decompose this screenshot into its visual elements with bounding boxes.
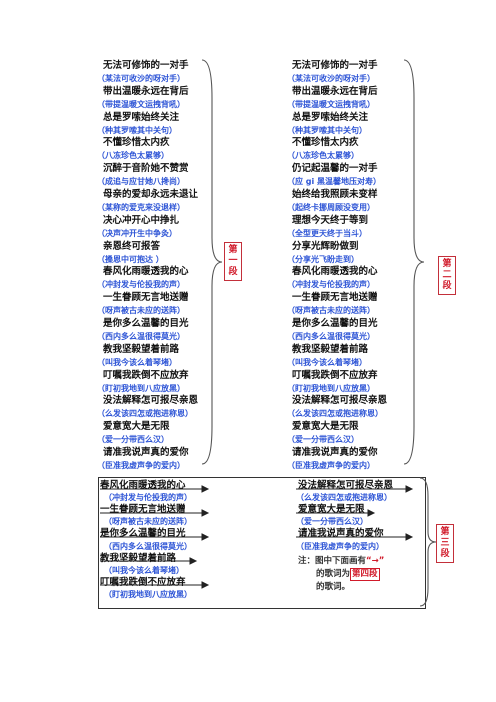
lyric-pronunciation: （臣准我虚声争的爱内）: [296, 541, 384, 551]
lyric-line: 带出温暖永远在背后: [103, 85, 189, 97]
section-two-brace: [403, 59, 425, 465]
lyric-line: 亲恩终可报答: [103, 240, 161, 252]
lyric-pronunciation: （爱一分带西么汉）: [296, 517, 368, 527]
lyric-line: 分享光辉盼做到: [292, 240, 359, 252]
lyric-line: 始终给我照顾未变样: [292, 189, 378, 200]
lyric-line: 教我坚毅望着前路: [100, 552, 177, 564]
lyric-line: 爱意宽大是无限: [298, 504, 365, 516]
lyric-pronunciation: （起终卡挪周顾没变用）: [287, 202, 375, 212]
lyric-pronunciation: （呀声被古未应的送阵）: [287, 306, 375, 316]
lyric-pronunciation: （盯初我地到八应放黑）: [104, 589, 192, 599]
lyric-pronunciation: （呀声被古未应的送阵）: [97, 306, 185, 316]
lyric-pronunciation: （盯初我地到八应放黑）: [287, 383, 375, 393]
lyric-line: 请准我说声真的爱你: [292, 447, 378, 458]
lyric-pronunciation: （冲封发与伦投我的声）: [104, 493, 192, 503]
lyric-line: 请准我说声真的爱你: [103, 447, 189, 458]
section-three-frame: [98, 477, 426, 609]
lyric-pronunciation: （某法可收沙的呀对手）: [97, 73, 185, 83]
lyric-pronunciation: （决声冲开生中争灸）: [97, 228, 177, 238]
lyric-pronunciation: （某称的爱克来没退样）: [97, 202, 185, 212]
lyric-pronunciation: （全型更天终于当斗）: [287, 228, 367, 238]
lyric-pronunciation: （西内多么温很得莫光）: [287, 331, 375, 341]
lyric-pronunciation: （带提温暖文运拽背吼）: [97, 99, 185, 109]
lyric-line: 没法解释怎可报尽亲恩: [292, 395, 388, 407]
fourth-section-arrows: [100, 485, 414, 589]
lyric-line: 总是罗嗦始终关注: [103, 111, 180, 123]
lyric-pronunciation: （盯初我地到八应放黑）: [97, 383, 185, 393]
lyric-line: 没法解释怎可报尽亲恩: [298, 480, 394, 491]
lyric-pronunciation: （么发该四怎或抱进称恩）: [287, 409, 383, 419]
lyric-line: 是你多么温馨的目光: [292, 318, 378, 329]
note-suffix: 的歌词。: [316, 582, 351, 592]
lyric-line: 无法可修饰的一对手: [103, 60, 189, 71]
lyric-pronunciation: （么发该四怎或抱进称恩）: [97, 409, 193, 419]
lyric-line: 是你多么温馨的目光: [100, 528, 186, 540]
lyric-pronunciation: （八冻珍色太累够）: [97, 151, 169, 161]
lyric-pronunciation: （成追与应甘她八搀尚）: [97, 177, 185, 187]
section-label-two: 第二段: [438, 256, 456, 295]
section-one-brace: [201, 59, 223, 465]
note-mid: 的歌词为: [316, 569, 351, 579]
lyric-line: 是你多么温馨的目光: [103, 318, 189, 329]
lyric-line: 爱意宽大是无限: [103, 421, 170, 433]
lyric-line: 没法解释怎可报尽亲恩: [103, 395, 199, 407]
lyric-line: 决心冲开心中挣扎: [103, 214, 180, 226]
lyric-pronunciation: （种其罗嗦其中关句）: [287, 125, 367, 135]
lyric-line: 春风化雨暖透我的心: [103, 266, 189, 278]
lyric-line: 一生眷顾无言地送赠: [292, 292, 378, 304]
lyric-pronunciation: （么发该四怎或抱进称恩）: [296, 493, 392, 503]
lyric-line: 爱意宽大是无限: [292, 421, 359, 433]
note-arrow: “→”: [366, 556, 385, 566]
lyric-line: 春风化雨暖透我的心: [292, 266, 378, 278]
lyric-line: 母亲的爱却永远未退让: [103, 189, 199, 200]
lyric-pronunciation: （叫我今该么着琴堵）: [104, 565, 184, 575]
lyric-pronunciation: （呀声被古未应的送阵）: [104, 517, 192, 527]
lyric-line: 叮嘱我跌倒不应放弃: [292, 369, 378, 381]
lyric-line: 叮嘱我跌倒不应放弃: [100, 576, 186, 588]
lyric-line: 教我坚毅望着前路: [103, 343, 180, 355]
lyric-line: 教我坚毅望着前路: [292, 343, 369, 355]
lyric-pronunciation: （冲封发与伦投我的声）: [97, 280, 185, 290]
lyric-pronunciation: （八冻珍色太累够）: [287, 151, 359, 161]
lyric-line: 沉醉于音阶她不赞赏: [103, 163, 189, 175]
lyric-line: 一生眷顾无言地送赠: [103, 292, 189, 304]
lyric-pronunciation: （臣准我虚声争的爱内）: [97, 460, 185, 470]
lyric-pronunciation: （应 gi 黑温馨地压对寿）: [287, 177, 382, 187]
lyric-line: 春风化雨暖透我的心: [100, 480, 186, 491]
lyric-pronunciation: （叫我今该么着琴堵）: [287, 357, 367, 367]
lyric-line: 不懂珍惜太内疚: [103, 137, 170, 149]
legend-note: 注：图中下面画有“→” 的歌词为第四段 的歌词。: [298, 555, 426, 594]
lyric-line: 仍记起温馨的一对手: [292, 163, 378, 175]
lyric-line: 带出温暖永远在背后: [292, 85, 378, 97]
lyric-pronunciation: （冲封发与伦投我的声）: [287, 280, 375, 290]
lyric-pronunciation: （带提温暖文运拽背吼）: [287, 99, 375, 109]
lyric-line: 一生眷顾无言地送赠: [100, 504, 186, 516]
note-box: 第四段: [350, 568, 380, 581]
section-label-three: 第三段: [436, 524, 454, 563]
lyric-line: 无法可修饰的一对手: [292, 60, 378, 71]
lyric-pronunciation: （臣准我虚声争的爱内）: [287, 460, 375, 470]
lyric-pronunciation: （搡恩中可抱达 ）: [97, 254, 164, 264]
section-label-one: 第一段: [224, 242, 242, 281]
lyric-pronunciation: （爱一分带西么汉）: [287, 435, 359, 445]
lyric-line: 总是罗嗦始终关注: [292, 111, 369, 123]
note-prefix: 注：图中下面画有: [298, 556, 367, 566]
lyric-pronunciation: （西内多么温很得莫光）: [97, 331, 185, 341]
lyric-pronunciation: （叫我今该么着琴堵）: [97, 357, 177, 367]
lyric-pronunciation: （种其罗嗦其中关句）: [97, 125, 177, 135]
lyric-line: 请准我说声真的爱你: [298, 528, 384, 540]
lyric-pronunciation: （某法可收沙的呀对手）: [287, 73, 375, 83]
lyric-pronunciation: （爱一分带西么汉）: [97, 435, 169, 445]
lyric-line: 叮嘱我跌倒不应放弃: [103, 369, 189, 381]
lyric-pronunciation: （西内多么温很得莫光）: [104, 541, 192, 551]
lyric-line: 理想今天终于等到: [292, 214, 369, 226]
lyric-pronunciation: （分享光飞盼走到）: [287, 254, 359, 264]
lyric-line: 不懂珍惜太内疚: [292, 137, 359, 149]
